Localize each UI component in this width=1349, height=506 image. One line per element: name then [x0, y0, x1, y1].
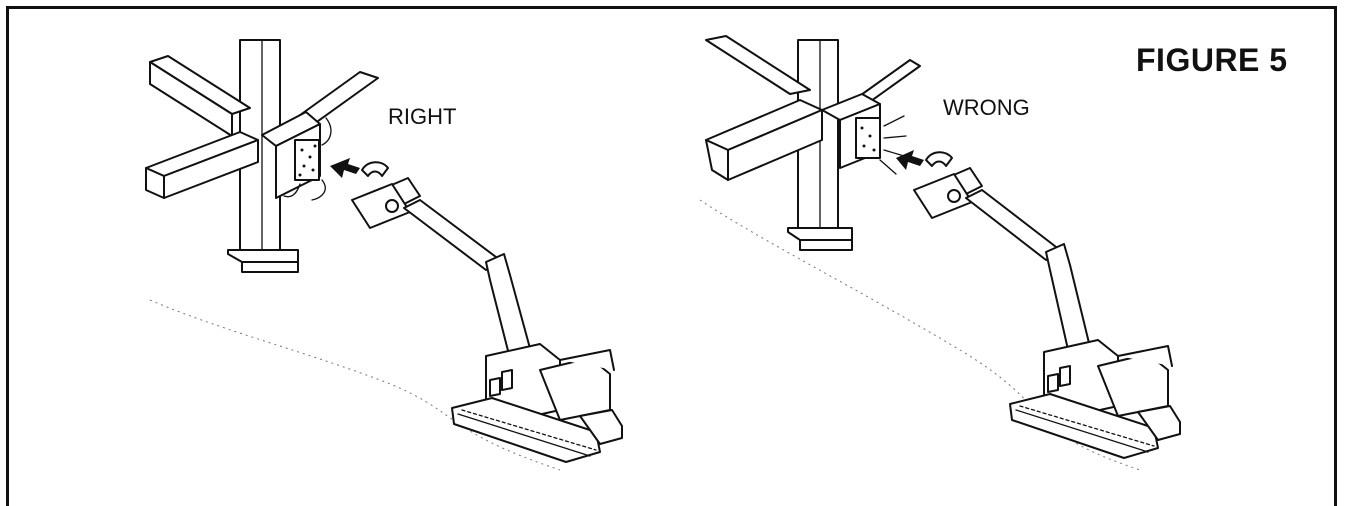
- figure-frame: [6, 6, 1337, 506]
- crushed-beam-end: [261, 111, 332, 201]
- right-method-illustration: [145, 39, 623, 471]
- direction-arrow-icon: [896, 150, 924, 170]
- concrete-beam-front: [145, 131, 259, 199]
- direction-arrow-icon: [330, 158, 360, 178]
- wrong-panel-label: WRONG: [943, 95, 1030, 120]
- right-panel-label: RIGHT: [388, 104, 457, 129]
- instruction-illustration: [145, 35, 1181, 471]
- ground-line: [699, 199, 1141, 471]
- excavator-tracks: [451, 397, 623, 463]
- crusher-attachment: [351, 161, 421, 229]
- crusher-attachment: [913, 151, 983, 219]
- ground-line: [149, 299, 561, 471]
- excavator-tracks: [1009, 393, 1181, 459]
- beam-section: [821, 93, 907, 175]
- figure-title: FIGURE 5: [1136, 42, 1288, 78]
- wrong-method-illustration: [699, 35, 1181, 471]
